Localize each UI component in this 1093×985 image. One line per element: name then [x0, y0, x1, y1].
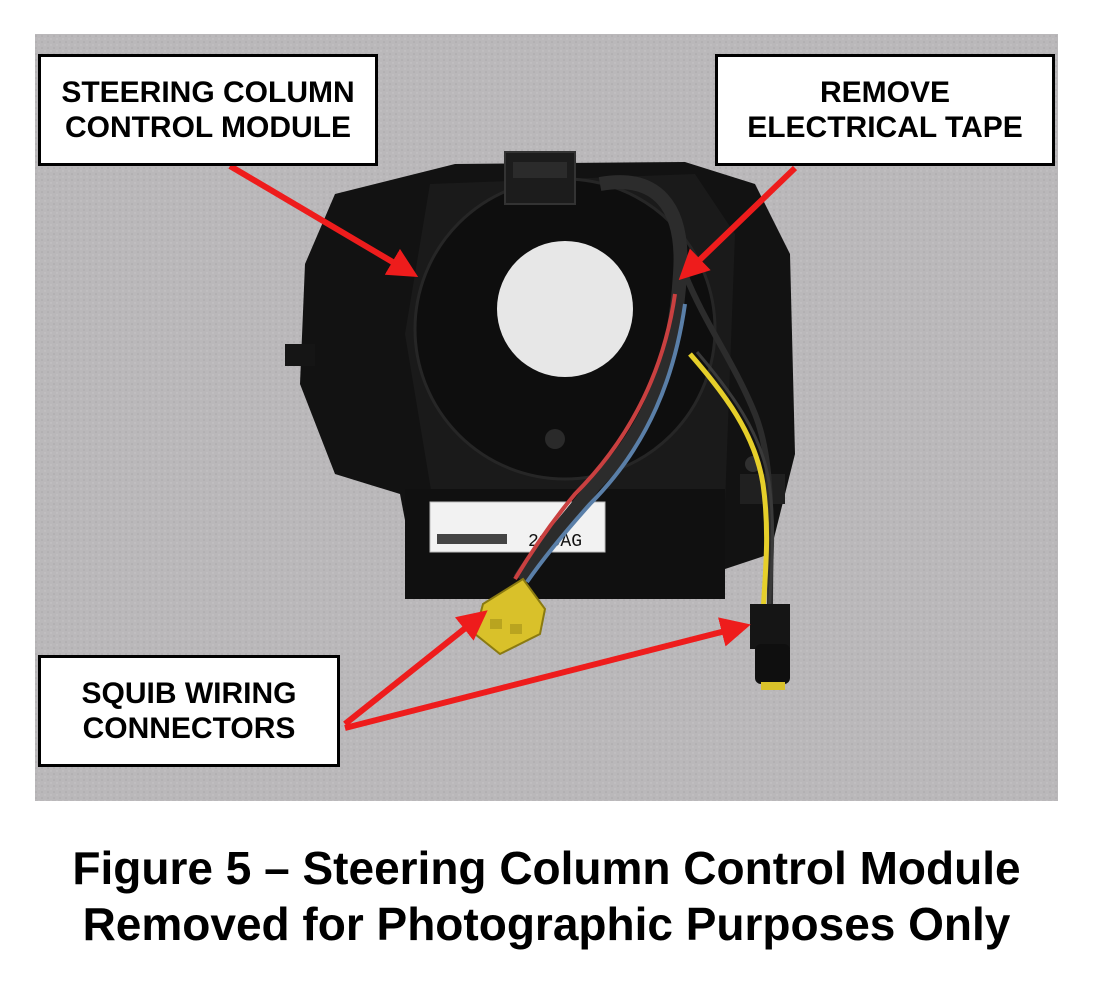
wiring-harness — [513, 175, 775, 615]
caption-line-1: Figure 5 – Steering Column Control Modul… — [72, 842, 1021, 894]
center-hole — [497, 241, 633, 377]
squib-connector-black — [750, 604, 790, 690]
callout-line: ELECTRICAL TAPE — [747, 111, 1023, 144]
arrow-squib-yellow — [343, 610, 488, 727]
callout-line: CONTROL MODULE — [64, 111, 352, 144]
arrow-tape — [678, 165, 798, 281]
arrow-module — [228, 163, 419, 278]
control-module-housing — [285, 151, 795, 599]
callout-line: STEERING COLUMN — [61, 75, 355, 109]
callout-steering-column-control-module: STEERING COLUMN CONTROL MODULE — [38, 54, 378, 166]
callout-line: REMOVE — [819, 75, 950, 109]
callout-arrows — [228, 163, 798, 731]
arrow-squib-black — [344, 617, 751, 731]
callout-line: SQUIB WIRING — [81, 676, 297, 710]
figure-caption: Figure 5 – Steering Column Control Modul… — [0, 840, 1093, 952]
callout-line: CONNECTORS — [82, 712, 296, 745]
callout-remove-electrical-tape: REMOVE ELECTRICAL TAPE — [715, 54, 1055, 166]
caption-line-2: Removed for Photographic Purposes Only — [82, 898, 1011, 950]
callout-squib-wiring-connectors: SQUIB WIRING CONNECTORS — [38, 655, 340, 767]
